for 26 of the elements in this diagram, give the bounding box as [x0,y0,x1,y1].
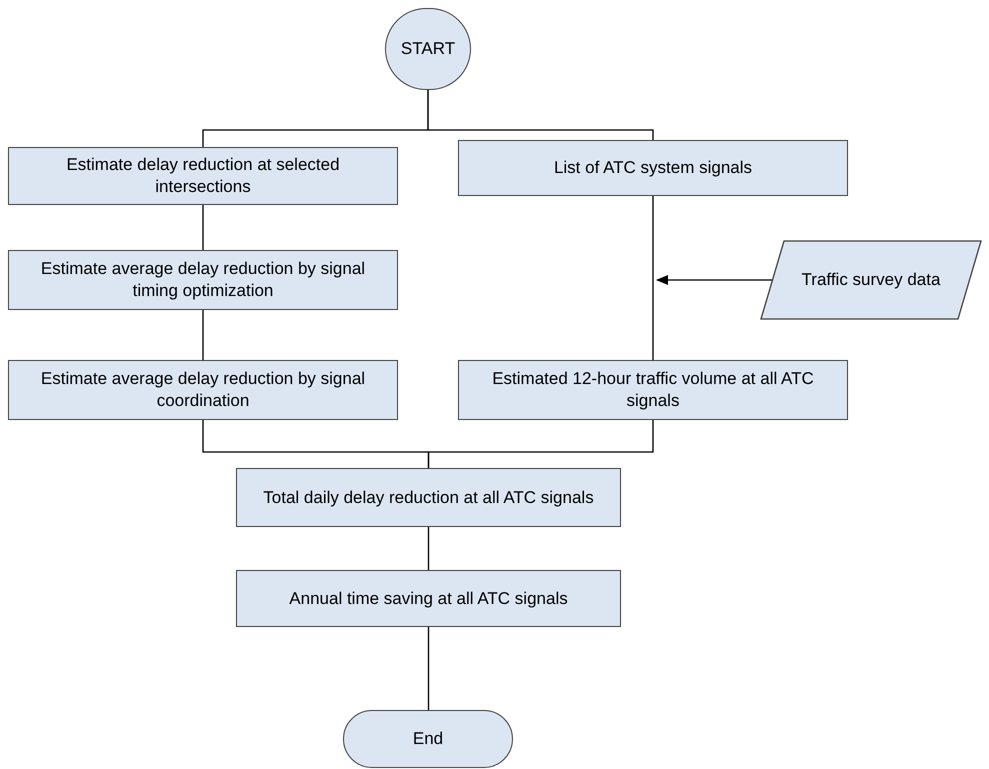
connector-line [428,627,430,710]
process-box [458,140,848,196]
node-text: START [400,38,456,60]
arrow [656,275,772,285]
data-parallelogram [760,240,982,320]
process-box [236,570,621,627]
node-text: End [412,728,444,750]
node-text: Estimated 12-hour traffic volume at all ATC signals [491,368,815,412]
connector-line [202,310,204,360]
node-text: Traffic survey data [800,269,942,291]
process-box [8,250,398,310]
connector-line [428,420,654,468]
node-text: Estimate average delay reduction by signal timing optimization [40,258,366,302]
connector-line [652,196,654,360]
node-text: Annual time saving at all ATC signals [288,588,569,610]
node-text: Estimate average delay reduction by signal coordination [40,368,366,412]
node-text: Estimate delay reduction at selected intersections [65,154,341,198]
connector-line [428,527,430,570]
process-box [8,147,398,205]
node-text: Total daily delay reduction at all ATC signals [262,486,595,508]
connector-line [202,205,204,250]
process-box [458,360,848,420]
process-box [8,360,398,420]
connector-line [427,90,654,140]
process-box [236,468,621,527]
node-text: List of ATC system signals [552,157,754,179]
